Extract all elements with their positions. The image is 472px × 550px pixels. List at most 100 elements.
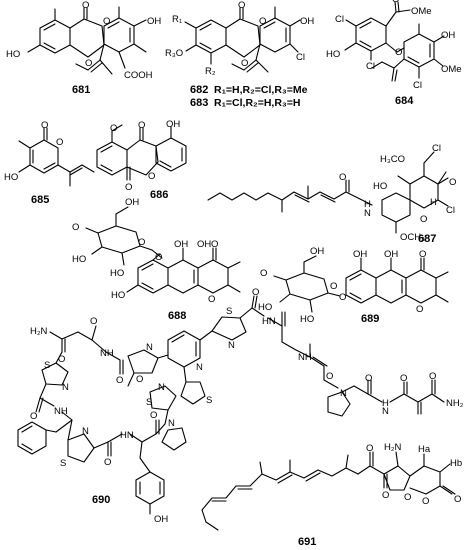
structure-687: O N H HO H₃CO Cl O Cl O H OCH₃ 687 bbox=[207, 143, 456, 245]
structure-690: H₂N O O NH O N O N S N O HN NH O N O H N… bbox=[17, 287, 464, 525]
atom-cl: Cl bbox=[296, 52, 305, 63]
atom-nh2: NH₂ bbox=[446, 398, 464, 409]
atom-ome: OMe bbox=[411, 6, 432, 17]
atom-nh: NH bbox=[100, 348, 114, 359]
atom-o: O bbox=[365, 373, 372, 384]
compound-label-687: 687 bbox=[418, 233, 436, 245]
atom-ho: HO bbox=[300, 314, 314, 325]
atom-ho: HO bbox=[258, 302, 272, 313]
atom-oh: OH bbox=[166, 119, 180, 130]
structure-681: O O O HO OH COOH 681 bbox=[6, 0, 161, 96]
atom-s: S bbox=[146, 397, 152, 408]
substituents-683: R₁=Cl,R₂=H,R₃=H bbox=[214, 97, 301, 109]
atom-o: O bbox=[56, 137, 63, 148]
atom-cl: Cl bbox=[446, 205, 455, 216]
substituents-682: R₁=H,R₂=Cl,R₃=Me bbox=[214, 84, 308, 96]
atom-och3: OCH₃ bbox=[400, 232, 425, 243]
atom-hb: Hb bbox=[450, 458, 462, 469]
atom-s: S bbox=[206, 395, 212, 406]
atom-cl: Cl bbox=[432, 143, 441, 154]
structure-682-683: O O O R₁ R₃O R₂ OH Cl 682 R₁=H,R₂=Cl,R₃=… bbox=[165, 0, 314, 109]
atom-o: O bbox=[150, 410, 157, 421]
structure-684: O OMe Cl HO Cl O OH OMe Cl 684 bbox=[326, 0, 462, 107]
atom-h3co: H₃CO bbox=[380, 154, 405, 165]
atom-o: O bbox=[110, 123, 117, 134]
atom-o: O bbox=[241, 58, 248, 69]
atom-o: O bbox=[252, 287, 259, 298]
atom-o: O bbox=[138, 237, 145, 248]
compound-label-684: 684 bbox=[395, 95, 414, 107]
atom-oh: OH bbox=[384, 249, 398, 260]
structure-686: O O OH O O 686 bbox=[96, 119, 187, 201]
compound-label-691: 691 bbox=[298, 536, 316, 548]
atom-o: O bbox=[90, 316, 97, 327]
atom-n: N bbox=[62, 382, 69, 393]
atom-o: O bbox=[454, 494, 461, 505]
atom-h: H bbox=[382, 398, 389, 409]
atom-h: H bbox=[430, 197, 437, 208]
atom-cl: Cl bbox=[366, 61, 375, 72]
atom-n: N bbox=[382, 406, 389, 417]
atom-oh: OH bbox=[441, 30, 455, 41]
atom-o: O bbox=[260, 268, 267, 279]
atom-o: O bbox=[382, 490, 389, 501]
atom-nh: NH bbox=[298, 352, 312, 363]
atom-o: O bbox=[30, 411, 37, 422]
atom-oh: OH bbox=[353, 249, 367, 260]
atom-o: O bbox=[429, 371, 436, 382]
atom-nh: NH bbox=[54, 406, 68, 417]
compound-label-686: 686 bbox=[150, 189, 168, 201]
atom-o: O bbox=[148, 171, 155, 182]
structure-691: H₂N O O O Ha Hb O O 691 bbox=[201, 442, 462, 548]
atom-s: S bbox=[44, 360, 50, 371]
atom-ha: Ha bbox=[418, 444, 431, 455]
atom-h2n: H₂N bbox=[384, 442, 402, 453]
atom-o: O bbox=[420, 214, 427, 225]
atom-o: O bbox=[211, 239, 218, 250]
atom-ome: OMe bbox=[441, 64, 462, 75]
atom-o: O bbox=[41, 120, 48, 131]
atom-ho: HO bbox=[72, 254, 86, 265]
atom-o: O bbox=[326, 371, 333, 382]
atom-n: N bbox=[168, 418, 175, 429]
compound-label-685: 685 bbox=[31, 194, 49, 206]
compound-label-688: 688 bbox=[168, 310, 186, 322]
atom-o: O bbox=[85, 58, 92, 69]
atom-oh: OH bbox=[197, 239, 211, 250]
atom-o: O bbox=[238, 0, 245, 11]
atom-o: O bbox=[82, 0, 89, 11]
atom-hn: HN bbox=[262, 316, 276, 327]
atom-n: N bbox=[146, 342, 153, 353]
atom-o: O bbox=[103, 16, 110, 27]
compound-label-682: 682 bbox=[190, 84, 208, 96]
atom-ho: HO bbox=[6, 49, 20, 60]
atom-o: O bbox=[395, 47, 402, 58]
atom-n: N bbox=[82, 426, 89, 437]
compound-label-683: 683 bbox=[190, 97, 208, 109]
structure-689: O OH HO HO O O OH OH O O 689 bbox=[258, 246, 449, 325]
atom-o: O bbox=[136, 374, 143, 385]
atom-n: N bbox=[158, 382, 165, 393]
atom-o: O bbox=[155, 252, 162, 263]
atom-o: O bbox=[400, 373, 407, 384]
atom-r3o: R₃O bbox=[165, 48, 183, 59]
atom-h2n: H₂N bbox=[30, 326, 48, 337]
atom-cooh: COOH bbox=[124, 70, 153, 81]
atom-o: O bbox=[125, 182, 132, 193]
atom-r2: R₂ bbox=[205, 66, 216, 77]
compound-label-681: 681 bbox=[72, 84, 90, 96]
atom-h: H bbox=[364, 199, 371, 210]
atom-o: O bbox=[339, 172, 346, 183]
atom-s: S bbox=[60, 458, 66, 469]
atom-cl: Cl bbox=[335, 14, 344, 25]
atom-cl: Cl bbox=[413, 80, 422, 91]
atom-oh: OH bbox=[154, 514, 168, 525]
atom-o: O bbox=[366, 443, 373, 454]
atom-o: O bbox=[339, 292, 346, 303]
atom-o: O bbox=[116, 375, 123, 386]
atom-ho: HO bbox=[4, 172, 18, 183]
atom-n: N bbox=[228, 340, 235, 351]
atom-o: O bbox=[72, 222, 79, 233]
atom-o: O bbox=[392, 0, 399, 5]
